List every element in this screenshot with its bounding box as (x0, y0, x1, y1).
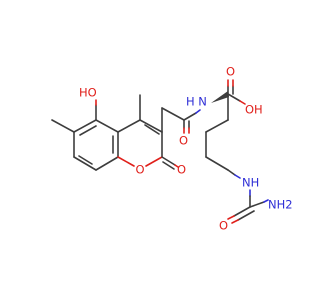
amide-oxygen-label: O (179, 134, 188, 148)
molecule-diagram: HO O O O H N O OH NH O NH2 (51, 65, 293, 233)
benzene-ring (73, 119, 119, 171)
stereo-wedge (211, 91, 229, 103)
urea-oxygen-label: O (219, 219, 228, 233)
side-chain (205, 93, 241, 179)
pyranone-ring (117, 119, 163, 167)
urea-nh-label: NH (242, 176, 259, 190)
lactone-carbonyl (161, 156, 179, 170)
acetamide-linker (161, 107, 201, 134)
urea-group (227, 189, 269, 224)
methyl-7-bond (51, 119, 75, 133)
lactone-carbonyl-oxygen-label: O (177, 163, 186, 177)
acid-oh-label: OH (245, 103, 263, 117)
urea-nh2-label: NH2 (268, 198, 293, 212)
acid-carbonyl-oxygen-label: O (226, 65, 235, 79)
phenol-oh-label: HO (79, 86, 97, 100)
alpha-carbon (211, 79, 246, 105)
lactone-oxygen-label: O (136, 163, 145, 177)
amide-nh-label: H N (186, 95, 207, 109)
